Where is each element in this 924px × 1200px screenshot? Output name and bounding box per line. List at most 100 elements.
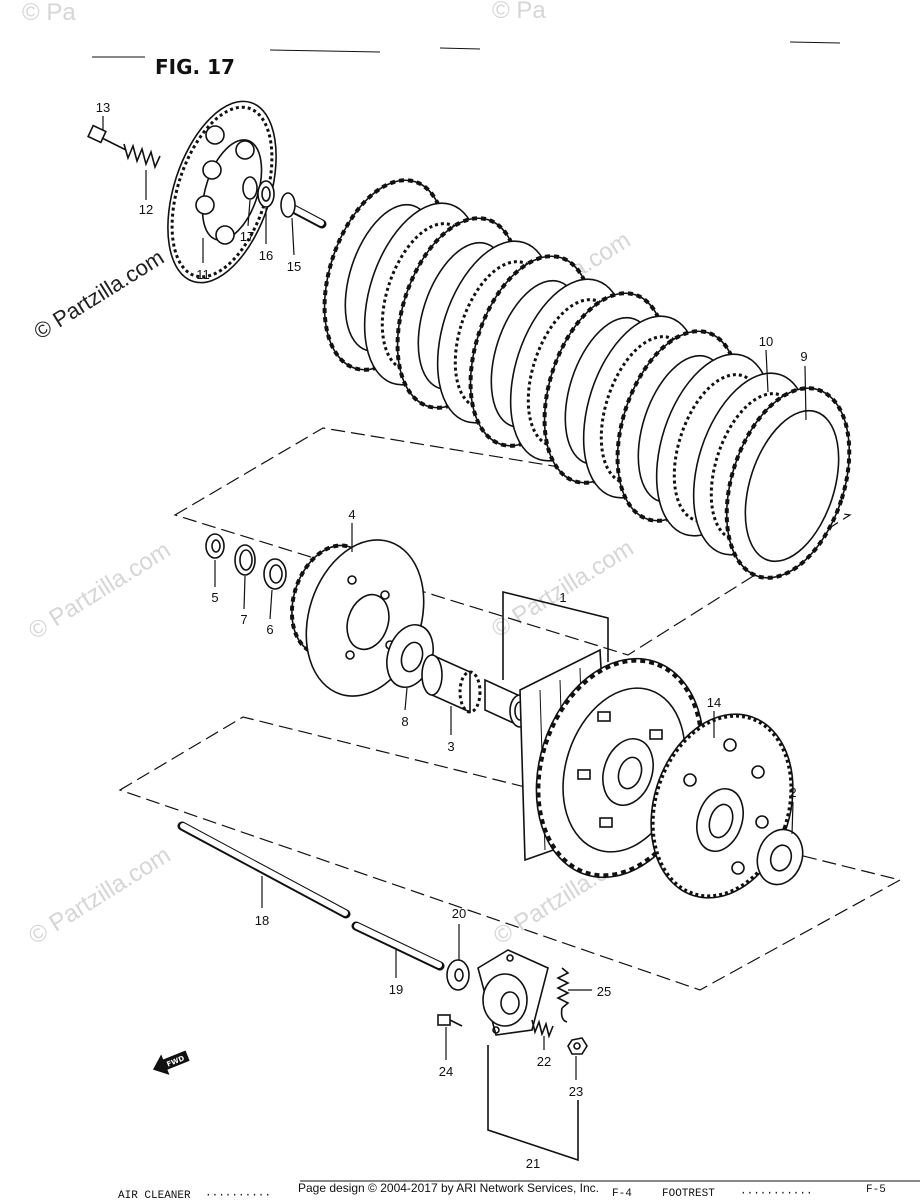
spring-boss bbox=[215, 225, 235, 245]
callout-11: 11 bbox=[196, 267, 210, 282]
hub-bore bbox=[346, 593, 390, 651]
release-cam-center bbox=[500, 991, 520, 1015]
callout-3: 3 bbox=[447, 739, 454, 754]
callout-9: 9 bbox=[800, 349, 807, 364]
gear-disc-hole bbox=[723, 738, 737, 752]
push-piece-head bbox=[280, 192, 296, 218]
callout-16: 16 bbox=[259, 248, 273, 263]
bolt-head bbox=[437, 1014, 451, 1026]
leader-line bbox=[243, 575, 246, 610]
clutch-assembly-outline bbox=[173, 427, 852, 656]
footer-page-right: F-5 bbox=[866, 1184, 886, 1196]
bolt-shank bbox=[101, 137, 127, 151]
push-piece bbox=[280, 192, 327, 229]
footer-section-right: FOOTREST bbox=[662, 1188, 715, 1200]
callout-8: 8 bbox=[401, 714, 408, 729]
rod-fill bbox=[180, 823, 348, 916]
drive-plate-9 bbox=[724, 386, 852, 580]
callout-1: 1 bbox=[559, 590, 566, 605]
leader-line bbox=[247, 199, 251, 227]
clutch-plate-stack bbox=[322, 178, 852, 580]
release-assembly-outline bbox=[118, 716, 902, 991]
spring-boss bbox=[195, 195, 215, 215]
leader-line bbox=[765, 349, 769, 393]
gear-bore bbox=[617, 756, 643, 790]
pressure-plate bbox=[167, 100, 277, 284]
hub-disc bbox=[305, 539, 425, 697]
gear-disc-hole bbox=[731, 861, 745, 875]
rule-dash bbox=[269, 49, 381, 53]
gear-disc-bore bbox=[708, 803, 734, 839]
watermark: © Partzilla.com bbox=[24, 536, 175, 645]
washer-hole bbox=[239, 549, 253, 571]
rod-fill bbox=[354, 923, 442, 968]
release-cam bbox=[482, 973, 528, 1027]
leader-lines bbox=[102, 116, 807, 1080]
callout-24: 24 bbox=[439, 1064, 453, 1079]
lock-washer bbox=[263, 558, 287, 590]
leader-line bbox=[404, 687, 408, 711]
spring-boss bbox=[205, 125, 225, 145]
spring-boss bbox=[202, 160, 222, 180]
gear-hub bbox=[602, 738, 654, 806]
push-rod-long bbox=[177, 821, 351, 919]
footer-section-left: AIR CLEANER bbox=[118, 1190, 191, 1200]
footer-leader-right: ··········· bbox=[740, 1188, 813, 1200]
leader-line bbox=[804, 365, 807, 421]
retaining-ring-hole bbox=[261, 186, 271, 202]
leader-line bbox=[291, 217, 295, 256]
nut-hole bbox=[211, 539, 221, 553]
lock-nut-hole bbox=[573, 1042, 581, 1050]
watermark-fragment: © Pa bbox=[492, 0, 546, 24]
return-spring bbox=[556, 967, 570, 1009]
callout-22: 22 bbox=[537, 1054, 551, 1069]
watermark-main: © Partzilla.com bbox=[29, 244, 168, 344]
bolt bbox=[437, 1014, 463, 1027]
callout-13: 13 bbox=[96, 100, 110, 115]
bracket-hole bbox=[506, 954, 514, 962]
top-rule bbox=[92, 41, 841, 58]
gear-disc-hub bbox=[696, 788, 744, 852]
callout-17: 17 bbox=[240, 229, 254, 244]
adjust-screw bbox=[531, 1019, 554, 1039]
retaining-ring bbox=[257, 180, 275, 208]
thrust-washer-hole bbox=[400, 641, 424, 673]
thrust-washer-2 bbox=[756, 828, 804, 886]
callout-7: 7 bbox=[240, 612, 247, 627]
callout-15: 15 bbox=[287, 259, 301, 274]
arrow-shape bbox=[153, 1050, 190, 1075]
hub-hole bbox=[347, 575, 357, 585]
leader-line bbox=[791, 801, 794, 835]
clutch-release bbox=[477, 949, 549, 1036]
bracket-hole bbox=[492, 1026, 500, 1034]
bearing-face bbox=[421, 654, 443, 696]
callout-20: 20 bbox=[452, 906, 466, 921]
hub-hole bbox=[345, 650, 355, 660]
callout-2: 2 bbox=[789, 785, 796, 800]
return-spring-hook bbox=[560, 1007, 568, 1023]
callout-19: 19 bbox=[389, 982, 403, 997]
callout-23: 23 bbox=[569, 1084, 583, 1099]
leader-line bbox=[269, 589, 273, 620]
callout-6: 6 bbox=[266, 622, 273, 637]
gear-disc-teeth bbox=[651, 714, 793, 898]
watermark: © Partzilla.com bbox=[24, 841, 175, 950]
clutch-sleeve-hub bbox=[289, 539, 425, 697]
lock-washer-hole bbox=[269, 564, 283, 584]
release-bracket-callout bbox=[487, 1045, 579, 1162]
callout-4: 4 bbox=[348, 507, 355, 522]
watermark: © Partzilla.com bbox=[487, 534, 638, 643]
watermark-fragment: © Pa bbox=[22, 0, 76, 26]
oil-pump-drive-gear bbox=[650, 713, 794, 899]
callout-14: 14 bbox=[707, 695, 721, 710]
footer: AIR CLEANER ·········· Page design © 200… bbox=[118, 1180, 920, 1200]
forward-arrow-icon: FWD bbox=[153, 1050, 190, 1075]
footer-leader: ·········· bbox=[205, 1190, 271, 1200]
needle-bearing bbox=[421, 653, 482, 714]
fwd-label: FWD bbox=[166, 1054, 186, 1068]
bearing-needles bbox=[458, 670, 482, 714]
clutch-spring bbox=[123, 143, 161, 170]
gear-disc-hole bbox=[683, 773, 697, 787]
clutch-spring-bolt bbox=[87, 124, 161, 170]
